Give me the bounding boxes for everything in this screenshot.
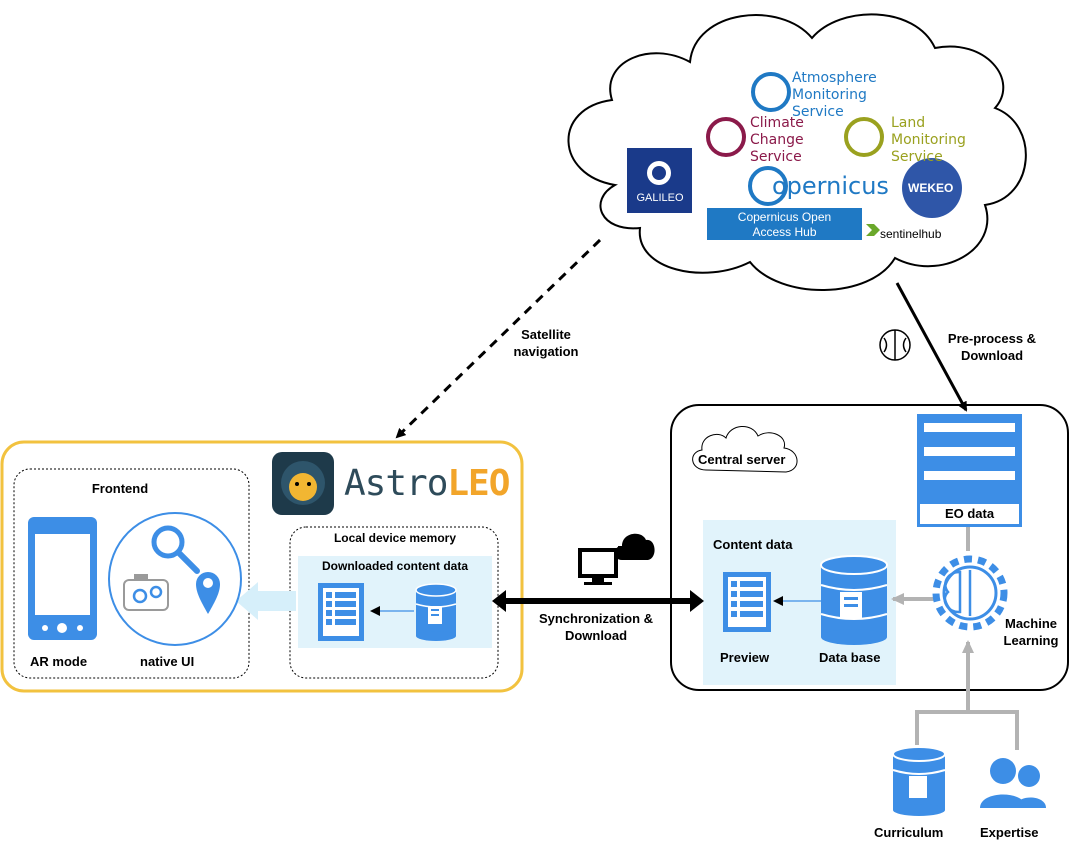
server-database-icon xyxy=(820,555,888,645)
phone-icon xyxy=(28,517,97,640)
machine-learning-label: Machine Learning xyxy=(1003,616,1059,648)
native-ui-icon xyxy=(108,512,242,646)
expertise-label: Expertise xyxy=(980,825,1039,840)
native-ui-label: native UI xyxy=(140,654,195,669)
preview-label: Preview xyxy=(720,650,770,665)
astroleo-wordmark-leo: LEO xyxy=(447,463,510,504)
sync-device-icon xyxy=(578,533,655,585)
server-cloud-icon xyxy=(692,426,798,473)
astroleo-lion-logo xyxy=(272,452,334,515)
server-preview-icon xyxy=(723,572,771,632)
light-arrow xyxy=(236,582,296,620)
galileo-label: GALILEO xyxy=(636,192,684,204)
satellite-navigation-label: Satellite navigation xyxy=(513,327,579,359)
copernicus-wordmark: opernicus xyxy=(772,172,889,200)
data-cloud xyxy=(567,13,1027,291)
content-data-label: Content data xyxy=(713,537,793,552)
downloaded-content-label: Downloaded content data xyxy=(321,559,468,573)
astroleo-wordmark: AstroLEO xyxy=(344,463,510,504)
galileo-logo xyxy=(627,148,692,213)
atmosphere-service-label: Atmosphere Monitoring Service xyxy=(792,70,877,120)
preprocess-download-label: Pre-process & Download xyxy=(947,331,1037,363)
local-device-memory-label: Local device memory xyxy=(333,531,457,545)
eo-data-label: EO data xyxy=(944,506,995,521)
local-preview-icon xyxy=(318,583,364,641)
database-label: Data base xyxy=(819,650,881,665)
ml-brain-gear-icon xyxy=(932,555,1008,631)
ar-mode-label: AR mode xyxy=(30,654,88,669)
wekeo-label: WEKEO xyxy=(908,181,954,195)
frontend-label: Frontend xyxy=(91,481,149,496)
brain-icon xyxy=(879,329,911,361)
curriculum-label: Curriculum xyxy=(874,825,944,840)
frontend-box xyxy=(13,468,250,679)
central-server-label: Central server xyxy=(698,452,786,467)
copernicus-hub-label: Copernicus Open Access Hub xyxy=(737,210,832,239)
land-service-label: Land Monitoring Service xyxy=(891,115,966,165)
eo-data-icon xyxy=(917,414,1022,527)
climate-service-label: Climate Change Service xyxy=(750,115,804,165)
local-database-icon xyxy=(415,583,457,641)
sentinelhub-label: sentinelhub xyxy=(880,227,942,241)
curriculum-database-icon xyxy=(892,746,946,816)
sync-download-label: Synchronization & Download xyxy=(538,611,654,643)
astroleo-wordmark-astro: Astro xyxy=(344,463,448,504)
expertise-people-icon xyxy=(980,758,1046,808)
